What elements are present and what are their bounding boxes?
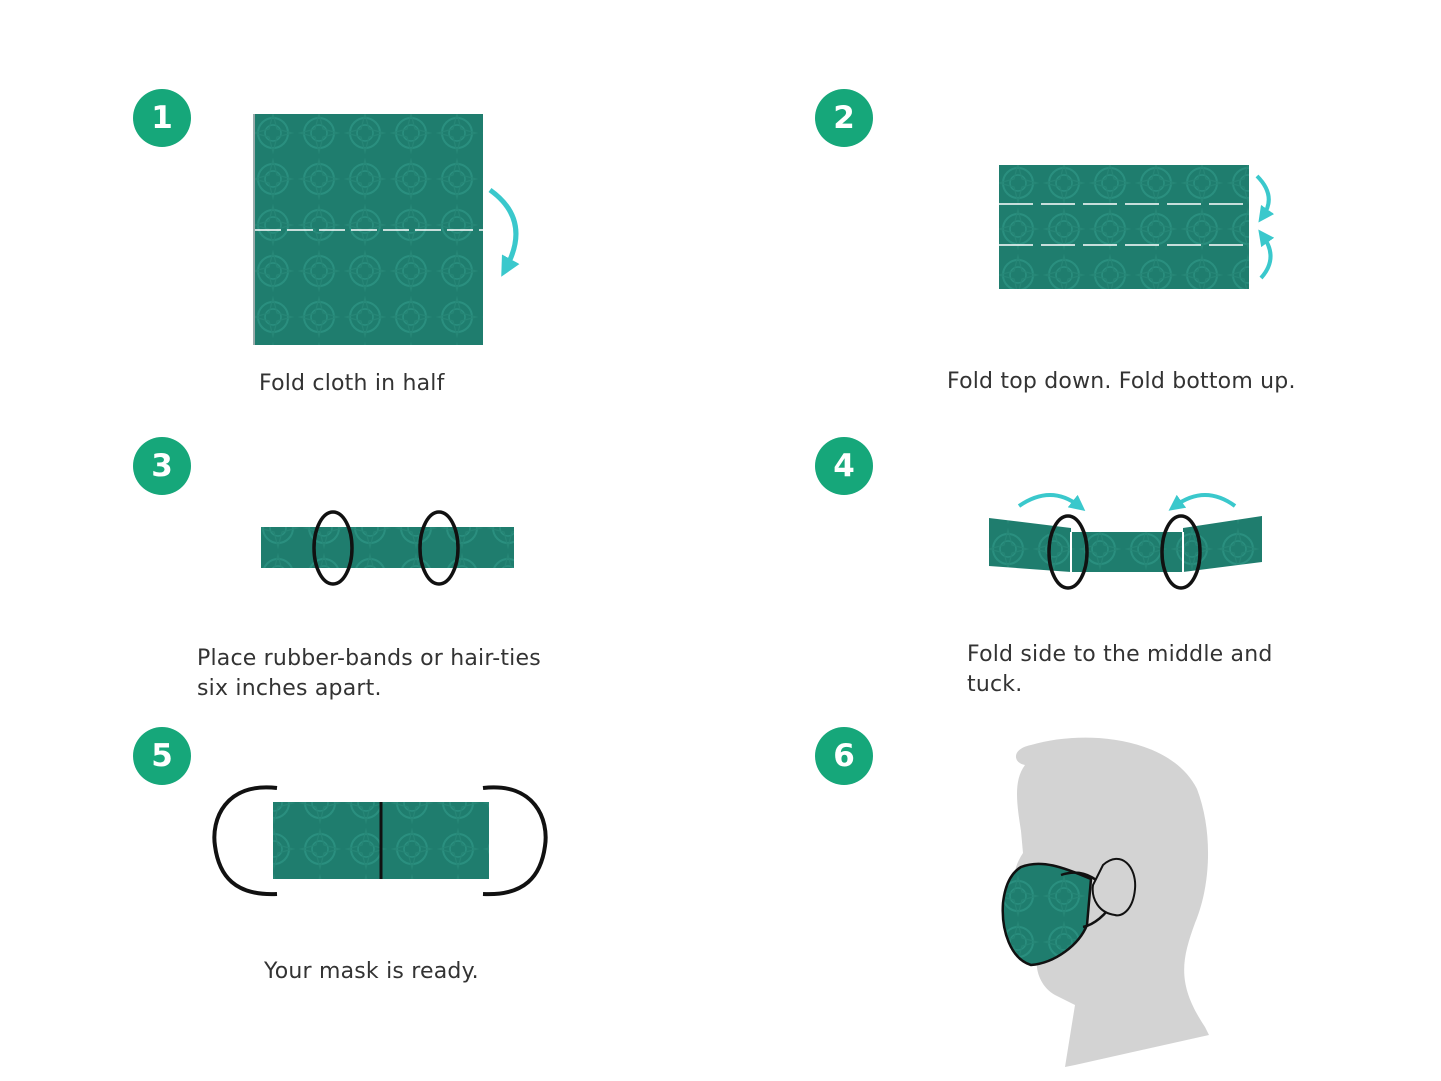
step-5-finished-mask-illustration: [212, 785, 548, 897]
step-3-rubber-bands-illustration: [261, 510, 514, 586]
step-3-caption: Place rubber-bands or hair-ties six inch…: [197, 644, 541, 704]
step-6-person-wearing-mask-illustration: [1001, 737, 1209, 1067]
step-5-badge: 5: [133, 727, 191, 785]
step-4-caption-line-2: tuck.: [967, 672, 1023, 697]
rubber-band-right: [418, 510, 460, 586]
step-3-caption-line-1: Place rubber-bands or hair-ties: [197, 646, 541, 671]
step-2-folded-cloth-illustration: [999, 165, 1275, 289]
cloth-strip: [261, 527, 514, 568]
arrow-left-flap-icon: [1017, 493, 1086, 511]
rubber-band-left: [312, 510, 354, 586]
cloth-rectangle: [999, 165, 1249, 289]
arrow-up-icon: [1258, 229, 1275, 280]
curved-arrow-icon: [488, 187, 520, 277]
step-2-badge: 2: [815, 89, 873, 147]
cloth-left-flap: [989, 518, 1071, 572]
step-3-caption-line-2: six inches apart.: [197, 676, 382, 701]
ear: [1091, 858, 1137, 917]
step-2-caption: Fold top down. Fold bottom up.: [947, 369, 1296, 394]
arrow-right-flap-icon: [1168, 493, 1237, 511]
ear-loop-right: [482, 785, 548, 897]
step-1-folded-cloth-illustration: [253, 114, 520, 345]
ear-loop-left: [212, 785, 278, 897]
step-3-badge: 3: [133, 437, 191, 495]
arrow-down-icon: [1255, 174, 1275, 223]
step-6-badge: 6: [815, 727, 873, 785]
step-1-caption: Fold cloth in half: [259, 371, 445, 396]
step-4-caption-line-1: Fold side to the middle and: [967, 642, 1273, 667]
mask-on-face: [1001, 862, 1093, 967]
cloth-right-flap: [1183, 516, 1262, 572]
step-4-fold-sides-illustration: [989, 493, 1262, 590]
rubber-band-right: [1160, 514, 1202, 590]
step-1-badge: 1: [133, 89, 191, 147]
step-4-badge: 4: [815, 437, 873, 495]
step-4-caption: Fold side to the middle and tuck.: [967, 640, 1273, 700]
rubber-band-left: [1047, 514, 1089, 590]
step-5-caption: Your mask is ready.: [264, 959, 479, 984]
